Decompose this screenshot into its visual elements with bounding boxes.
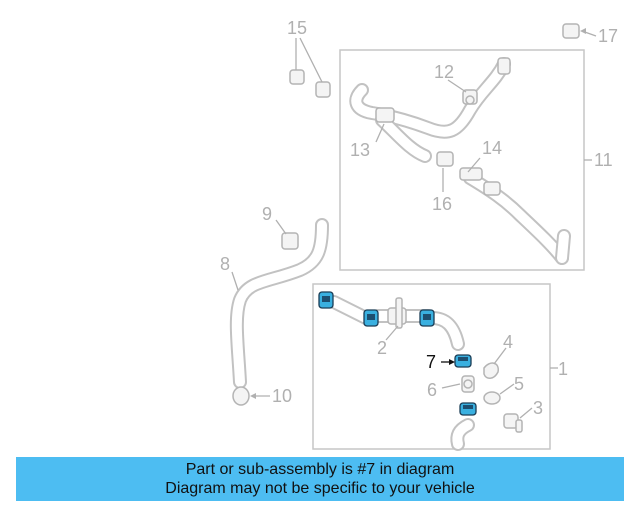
- assembly-box-1: [312, 283, 551, 450]
- callout-14: 14: [482, 138, 502, 158]
- part-8-hose: [229, 218, 329, 389]
- part-5-gasket: [483, 391, 501, 405]
- part-4-clip: [483, 362, 499, 379]
- callout-7: 7: [426, 352, 436, 372]
- part-15-clips: [289, 69, 331, 98]
- part-16-clamp: [436, 151, 454, 167]
- callout-16: 16: [432, 194, 452, 214]
- part-9-clip: [281, 232, 299, 250]
- part-14-connector: [459, 167, 501, 196]
- part-7-clamps: [318, 291, 477, 416]
- part-6-fitting: [461, 375, 475, 393]
- part-12-clip: [462, 89, 478, 105]
- callout-17: 17: [598, 26, 618, 46]
- callout-5: 5: [514, 374, 524, 394]
- callout-13: 13: [350, 140, 370, 160]
- callout-12: 12: [434, 62, 454, 82]
- callout-11: 11: [594, 150, 613, 170]
- lower-hose-assembly: [327, 295, 475, 451]
- part-17-clip: [562, 23, 580, 39]
- callout-1: 1: [558, 359, 568, 379]
- info-banner: Part or sub-assembly is #7 in diagram Di…: [16, 457, 624, 501]
- callout-9: 9: [262, 204, 272, 224]
- callout-8: 8: [220, 254, 230, 274]
- callout-10: 10: [272, 386, 292, 406]
- callout-3: 3: [533, 398, 543, 418]
- banner-line-2: Diagram may not be specific to your vehi…: [165, 480, 475, 497]
- callout-4: 4: [503, 332, 513, 352]
- part-3-sensor: [503, 413, 523, 433]
- callout-2: 2: [377, 338, 387, 358]
- callout-6: 6: [427, 380, 437, 400]
- banner-line-1: Part or sub-assembly is #7 in diagram: [185, 461, 455, 478]
- part-10-clamp: [232, 386, 250, 406]
- callout-15: 15: [287, 18, 307, 38]
